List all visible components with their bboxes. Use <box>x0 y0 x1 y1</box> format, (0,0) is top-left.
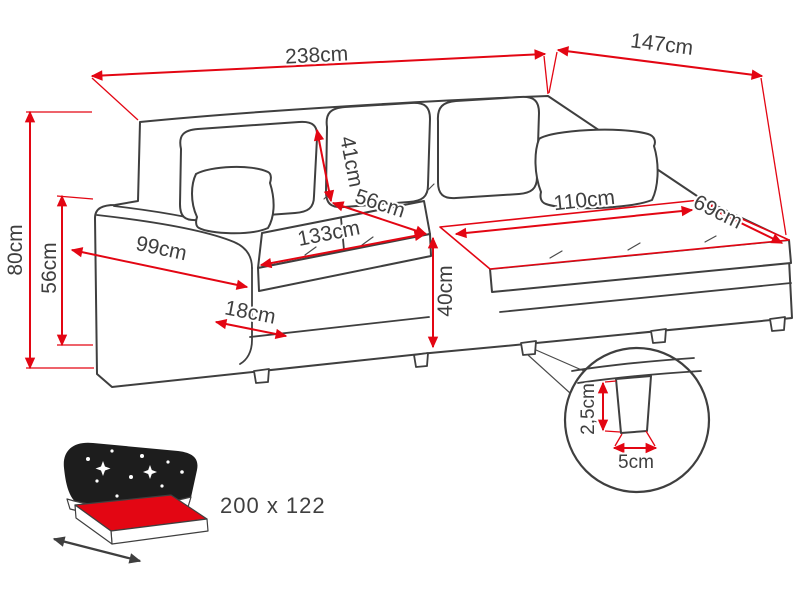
dim-line-total-width <box>90 49 547 81</box>
sleeping-function-icon: 200 x 122 <box>52 442 327 564</box>
dim-label-leg-size: 5cm <box>618 452 654 473</box>
leg-front-center <box>413 352 429 368</box>
sparkle-star-2 <box>143 465 157 479</box>
dim-label-total-width: 238cm <box>285 42 349 68</box>
dim-label-total-depth: 147cm <box>629 29 694 60</box>
magnified-sofa-bottom-edge <box>577 370 702 384</box>
dim-label-seat-height: 40cm <box>434 265 457 316</box>
armrest-outer-top-edge <box>96 214 253 269</box>
decorative-pillow-left <box>191 165 275 235</box>
leg-chaise-mid <box>650 328 667 344</box>
dim-line-total-depth <box>556 46 764 80</box>
callout-line-1 <box>535 349 585 372</box>
back-pillow-right <box>436 95 540 200</box>
dim-line-chaise-length <box>454 205 694 239</box>
dim-line-armrest-length <box>70 247 249 290</box>
sofa-drawing <box>94 95 793 388</box>
dim-label-total-height: 80cm <box>4 224 27 275</box>
dim-label-leg-inset: 2,5cm <box>578 383 599 435</box>
magnified-leg-dimensions: 2,5cm 5cm <box>576 380 658 475</box>
corner-pillow-right <box>534 128 659 210</box>
unfold-arrow-icon <box>52 536 142 564</box>
dim-line-armrest-width <box>214 318 288 340</box>
stars <box>86 449 184 498</box>
sparkle-star-1 <box>95 461 111 476</box>
dim-line-back-cushion-height <box>313 128 335 203</box>
base-seam-chaise <box>499 282 792 313</box>
callout-line-2 <box>527 354 571 394</box>
dim-label-armrest-height: 56cm <box>38 242 61 293</box>
magnified-leg <box>615 375 652 434</box>
armrest-inner-edge <box>239 267 253 365</box>
magnified-sofa-side-edge <box>571 357 695 372</box>
dim-line-seat-depth <box>331 201 428 236</box>
leg-front-left <box>253 368 270 384</box>
sleeping-area-label: 200 x 122 <box>220 493 326 518</box>
leg-corner <box>520 340 537 356</box>
leg-chaise-right <box>769 316 786 332</box>
dim-line-chaise-width <box>704 205 784 244</box>
leg-detail-callout: 2,5cm 5cm <box>527 346 711 494</box>
dim-line-seat-width <box>259 230 427 269</box>
sofa-legs <box>253 316 786 384</box>
